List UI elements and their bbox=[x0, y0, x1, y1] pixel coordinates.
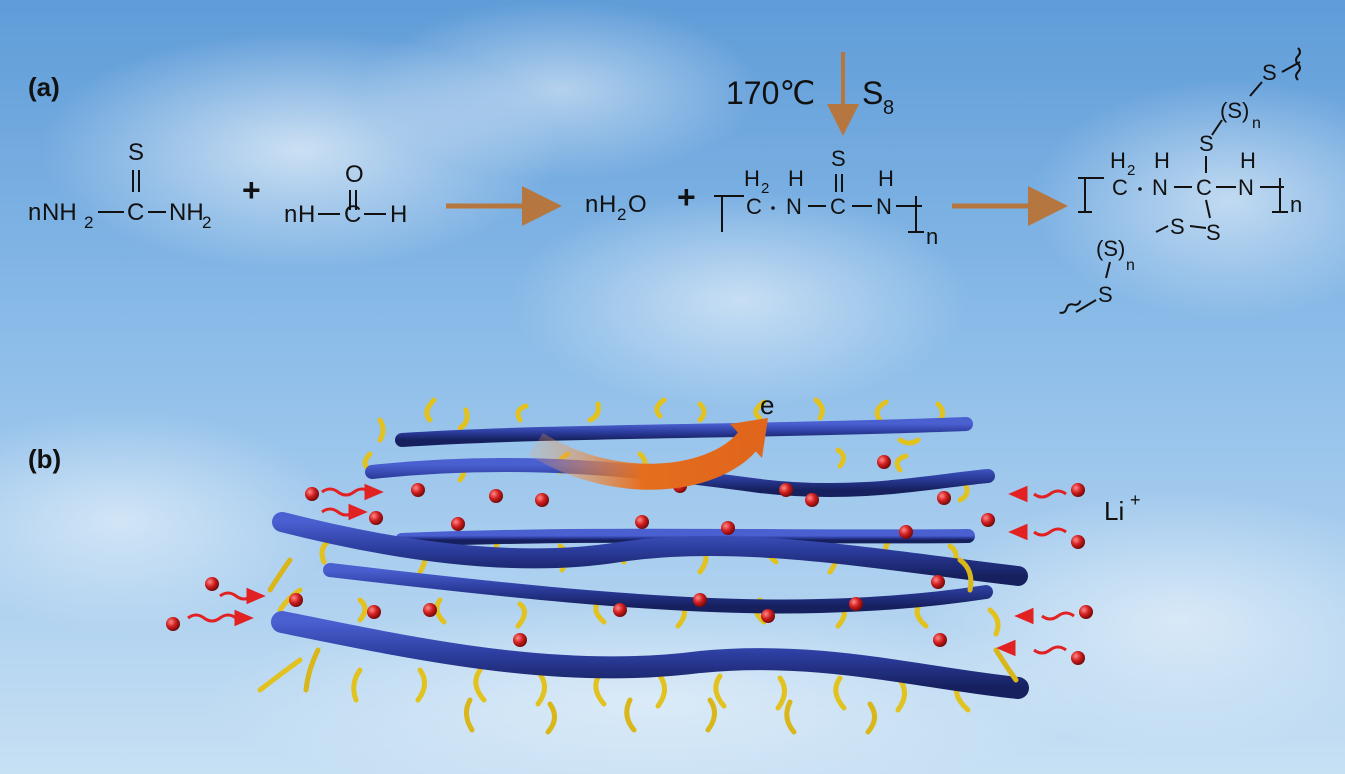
fiber-network: e Li + bbox=[166, 390, 1141, 735]
formaldehyde-carbon: C bbox=[344, 201, 361, 228]
electron-arrow-head bbox=[730, 418, 768, 458]
water-coef: n bbox=[585, 191, 598, 218]
polymer-h-2: H bbox=[878, 166, 894, 191]
vulc-s-up-2: S bbox=[1262, 60, 1277, 85]
water-o: O bbox=[628, 191, 647, 218]
condition-temperature: 170℃ bbox=[726, 75, 815, 111]
lithium-charge: + bbox=[1130, 490, 1141, 510]
formaldehyde-structure: O n H C H bbox=[284, 161, 407, 228]
vulcanized-structure: H 2 C H N C H N n S (S) n S S S (S) n S bbox=[1059, 47, 1302, 314]
polymer-n-2: N bbox=[876, 194, 892, 219]
thiourea-left-sub: 2 bbox=[84, 213, 93, 232]
fiber-3 bbox=[395, 528, 975, 547]
polymer-h2-sub: 2 bbox=[761, 180, 769, 197]
vulc-s-chain-up-n: n bbox=[1252, 115, 1261, 132]
polymer-fibers bbox=[271, 417, 1029, 699]
polymer-carbon-2: C bbox=[830, 194, 846, 219]
thiourea-right-nh: NH bbox=[169, 199, 204, 226]
vulc-carbon-2: C bbox=[1196, 175, 1212, 200]
lithium-ions bbox=[166, 455, 1093, 665]
condition-reagent-sub: 8 bbox=[883, 97, 894, 119]
reactant-plus: + bbox=[242, 172, 261, 208]
fiber-4 bbox=[272, 512, 1028, 586]
vulc-n-2: N bbox=[1238, 175, 1254, 200]
panel-label-b: (b) bbox=[28, 444, 61, 474]
fiber-5 bbox=[323, 563, 993, 614]
panel-label-a: (a) bbox=[28, 72, 60, 102]
product-plus: + bbox=[677, 179, 696, 215]
vulc-s-chain-down-n: n bbox=[1126, 257, 1135, 274]
polymer-h-1: H bbox=[788, 166, 804, 191]
thiourea-right-sub: 2 bbox=[202, 213, 211, 232]
fiber-1 bbox=[395, 417, 973, 447]
fiber-6 bbox=[271, 611, 1029, 699]
thiourea-structure: S n NH 2 C NH 2 bbox=[28, 139, 211, 232]
li-ion-arrows bbox=[187, 483, 1075, 657]
vulc-h2: H bbox=[1110, 148, 1126, 173]
vulc-s-up-1: S bbox=[1199, 131, 1214, 156]
condition-reagent: S bbox=[862, 75, 883, 111]
polymer-structure: H 2 C H N S C H N n bbox=[714, 146, 938, 249]
vulc-s-down-2: S bbox=[1170, 214, 1185, 239]
vulc-s-down-3: S bbox=[1098, 282, 1113, 307]
water-h: H bbox=[599, 191, 616, 218]
lithium-label: Li + bbox=[1104, 490, 1141, 526]
polymer-h2: H bbox=[744, 166, 760, 191]
vulc-h-1: H bbox=[1154, 148, 1170, 173]
condition: 170℃ S 8 bbox=[726, 52, 894, 136]
formaldehyde-right-h: H bbox=[390, 201, 407, 228]
thiourea-carbon: C bbox=[127, 199, 144, 226]
water-structure: n H 2 O bbox=[585, 191, 647, 224]
polymer-sulfur: S bbox=[831, 146, 846, 171]
lithium-symbol: Li bbox=[1104, 496, 1124, 526]
polymer-repeat-n: n bbox=[926, 224, 938, 249]
vulc-s-chain-down: (S) bbox=[1096, 236, 1125, 261]
vulc-carbon-1: C bbox=[1112, 175, 1128, 200]
vulc-n-1: N bbox=[1152, 175, 1168, 200]
electron-label: e bbox=[760, 390, 774, 420]
vulc-s-down-1: S bbox=[1206, 220, 1221, 245]
electron-arrow bbox=[529, 429, 761, 490]
thiourea-sulfur: S bbox=[128, 139, 144, 166]
formaldehyde-oxygen: O bbox=[345, 161, 364, 188]
fiber-2 bbox=[365, 457, 995, 498]
vulc-h-2: H bbox=[1240, 148, 1256, 173]
thiourea-coef: n bbox=[28, 199, 41, 226]
vulc-repeat-n: n bbox=[1290, 192, 1302, 217]
water-sub: 2 bbox=[617, 205, 626, 224]
vulc-h2-sub: 2 bbox=[1127, 162, 1135, 179]
side-chains-front bbox=[267, 557, 1019, 735]
vulc-s-chain-up: (S) bbox=[1220, 98, 1249, 123]
polymer-carbon-1: C bbox=[746, 194, 762, 219]
formaldehyde-coef: n bbox=[284, 201, 297, 228]
thiourea-left-nh: NH bbox=[42, 199, 77, 226]
formaldehyde-left-h: H bbox=[298, 201, 315, 228]
polymer-n-1: N bbox=[786, 194, 802, 219]
